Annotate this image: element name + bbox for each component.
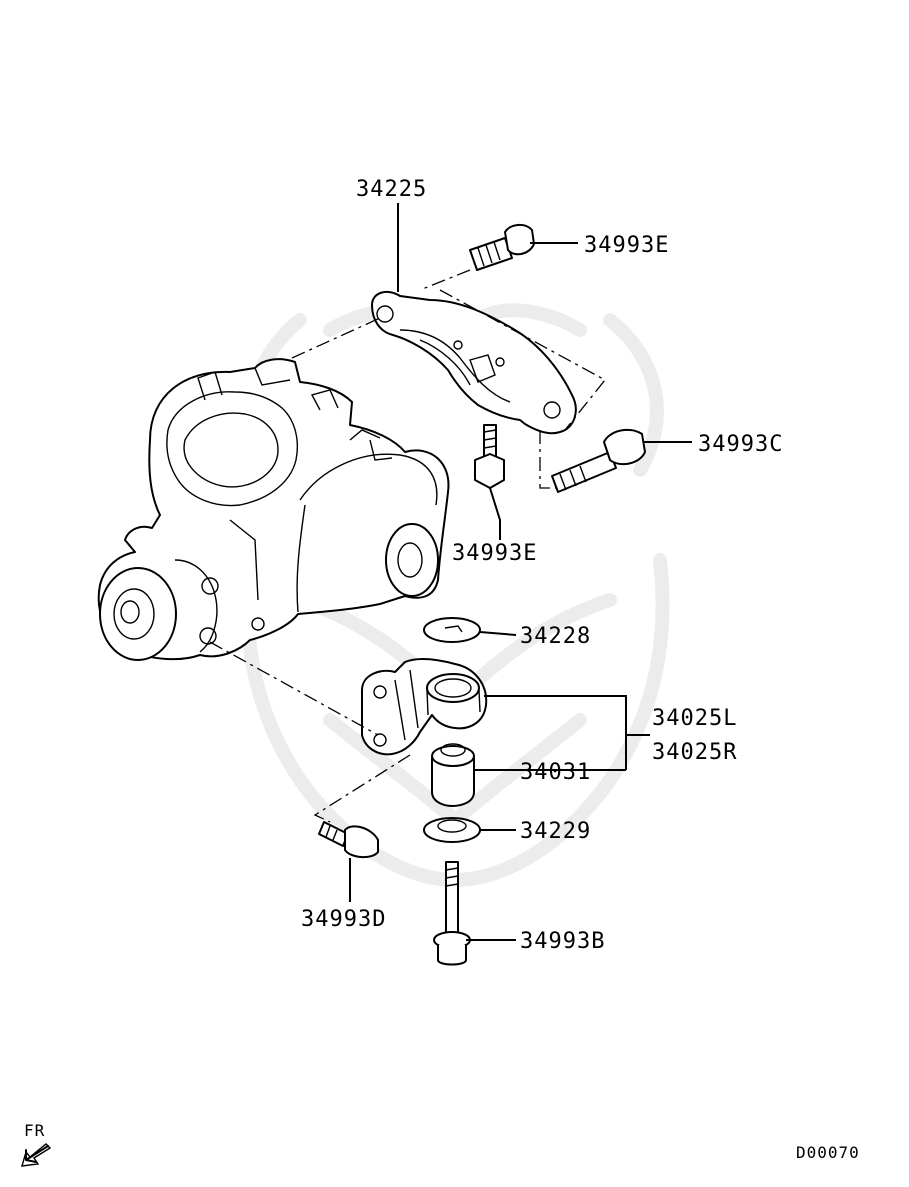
label-washer-lower: 34229 (520, 819, 591, 844)
label-bolt-small: 34993D (301, 907, 386, 932)
label-bolt-top: 34993E (584, 233, 669, 258)
label-washer-upper: 34228 (520, 624, 591, 649)
label-bracket-right: 34025R (652, 740, 737, 765)
lower-bracket (361, 657, 488, 756)
label-bracket-left: 34025L (652, 706, 737, 731)
washer-lower (423, 817, 481, 843)
assembly-lines (209, 269, 606, 823)
label-nut-lower: 34993E (452, 541, 537, 566)
front-direction-arrow-icon (21, 1143, 52, 1167)
upper-bracket (371, 290, 577, 435)
leader-lines (349, 203, 692, 941)
bolt-side (551, 428, 646, 493)
differential-housing (97, 358, 450, 661)
bushing (431, 743, 475, 807)
bolt-top (469, 224, 535, 271)
stud-nut (474, 424, 505, 489)
label-bolt-long: 34993B (520, 929, 605, 954)
label-bushing: 34031 (520, 760, 591, 785)
label-bracket-upper: 34225 (356, 177, 427, 202)
label-bolt-side: 34993C (698, 432, 783, 457)
front-direction-label: FR (24, 1121, 45, 1140)
diagram-code: D00070 (796, 1143, 860, 1162)
washer-upper (423, 617, 481, 643)
bolt-small (318, 821, 379, 858)
